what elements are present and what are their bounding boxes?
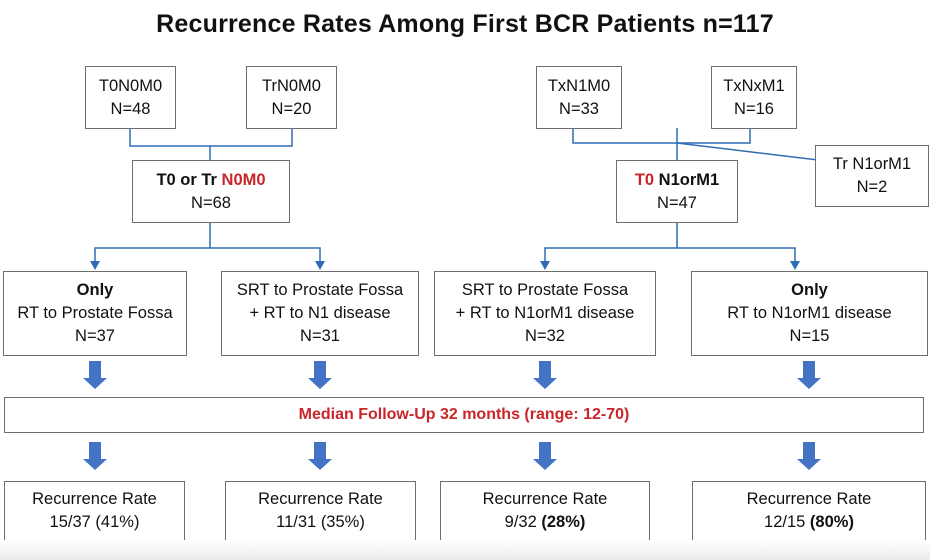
outcome-fraction: 12/15 [764,513,810,531]
group-count: N=16 [734,99,774,118]
connector-right-split [544,222,796,262]
outcome-percent: (35%) [320,513,365,531]
treatment-line2: + RT to N1 disease [249,304,391,323]
arrowhead-right-2 [790,261,800,270]
connector-t0n0m0 [129,128,293,147]
outcome-box-4: Recurrence Rate 12/15 (80%) [692,481,926,541]
combined-label: T0 N1orM1 [635,169,719,192]
outcome-label: Recurrence Rate [32,490,157,509]
group-count: N=20 [271,99,312,118]
combined-label: T0 or Tr N0M0 [156,169,265,192]
down-arrow-4 [797,361,821,389]
treatment-srt-n1: SRT to Prostate Fossa + RT to N1 disease… [221,271,419,356]
outcome-box-2: Recurrence Rate 11/31 (35%) [225,481,416,541]
outcome-value: 9/32 (28%) [505,511,586,534]
group-count: N=48 [110,99,151,118]
treatment-rt-prostate-fossa: Only RT to Prostate Fossa N=37 [3,271,187,356]
connector-left-split [94,222,321,262]
treatment-srt-n1orm1: SRT to Prostate Fossa + RT to N1orM1 dis… [434,271,656,356]
down-arrow-8 [797,442,821,470]
group-t0n0m0: T0N0M0 N=48 [85,66,176,129]
page-title: Recurrence Rates Among First BCR Patient… [156,10,774,38]
treatment-line1: SRT to Prostate Fossa [236,281,404,300]
treatment-line1: Only [791,281,828,300]
outcome-label: Recurrence Rate [482,490,608,509]
combined-label-highlight: T0 [634,170,655,189]
down-arrow-3 [533,361,557,389]
outcome-percent: (28%) [541,513,586,531]
down-arrow-7 [533,442,557,470]
down-arrow-5 [83,442,107,470]
combined-count: N=47 [657,193,697,212]
down-arrow-2 [308,361,332,389]
outcome-fraction: 11/31 [276,513,321,531]
group-label: Tr N1orM1 [832,155,912,174]
group-trn0m0: TrN0M0 N=20 [246,66,337,129]
outcome-box-3: Recurrence Rate 9/32 (28%) [440,481,650,541]
arrowhead-left-1 [90,261,100,270]
group-label: TxNxM1 [723,76,785,95]
group-txn1m0: TxN1M0 N=33 [536,66,622,129]
down-arrow-1 [83,361,107,389]
combined-n1orm1: T0 N1orM1 N=47 [616,160,738,223]
combined-n0m0: T0 or Tr N0M0 N=68 [132,160,290,223]
outcome-box-1: Recurrence Rate 15/37 (41%) [4,481,185,541]
group-label: T0N0M0 [98,76,163,95]
treatment-rt-n1orm1: Only RT to N1orM1 disease N=15 [691,271,928,356]
outcome-label: Recurrence Rate [258,490,383,509]
combined-label-suffix: N1orM1 [654,170,720,189]
arrowhead-left-2 [315,261,325,270]
group-count: N=2 [856,178,888,196]
group-txnxm1: TxNxM1 N=16 [711,66,797,129]
treatment-line2: RT to Prostate Fossa [17,304,173,323]
treatment-count: N=32 [525,326,565,345]
treatment-count: N=15 [789,326,830,345]
group-label: TxN1M0 [547,76,611,95]
combined-label-highlight: N0M0 [221,170,266,189]
outcome-percent: (41%) [95,513,140,531]
outcome-label: Recurrence Rate [746,490,872,509]
treatment-count: N=37 [75,326,115,345]
combined-label-prefix: T0 or Tr [156,170,222,189]
combined-count: N=68 [191,193,231,212]
connector-txn1m0 [572,128,751,144]
treatment-line2: + RT to N1orM1 disease [455,304,635,323]
group-count: N=33 [559,99,599,118]
outcome-value: 12/15 (80%) [764,511,854,534]
outcome-fraction: 9/32 [504,513,542,531]
arrowhead-right-1 [540,261,550,270]
outcome-fraction: 15/37 [49,513,96,531]
outcome-value: 15/37 (41%) [50,511,140,534]
down-arrow-6 [308,442,332,470]
treatment-line2: RT to N1orM1 disease [727,304,892,323]
treatment-line1: SRT to Prostate Fossa [461,281,629,300]
treatment-line1: Only [76,281,114,300]
outcome-percent: (80%) [809,513,854,531]
follow-up-text: Median Follow-Up 32 months (range: 12-70… [298,405,630,423]
bottom-shade [0,540,930,560]
follow-up-banner: Median Follow-Up 32 months (range: 12-70… [4,397,924,433]
outcome-value: 11/31 (35%) [276,511,365,534]
connector-to-trn1orm1 [676,142,819,161]
group-label: TrN0M0 [262,76,321,95]
treatment-count: N=31 [300,326,340,345]
group-trn1orm1: Tr N1orM1 N=2 [815,145,929,207]
